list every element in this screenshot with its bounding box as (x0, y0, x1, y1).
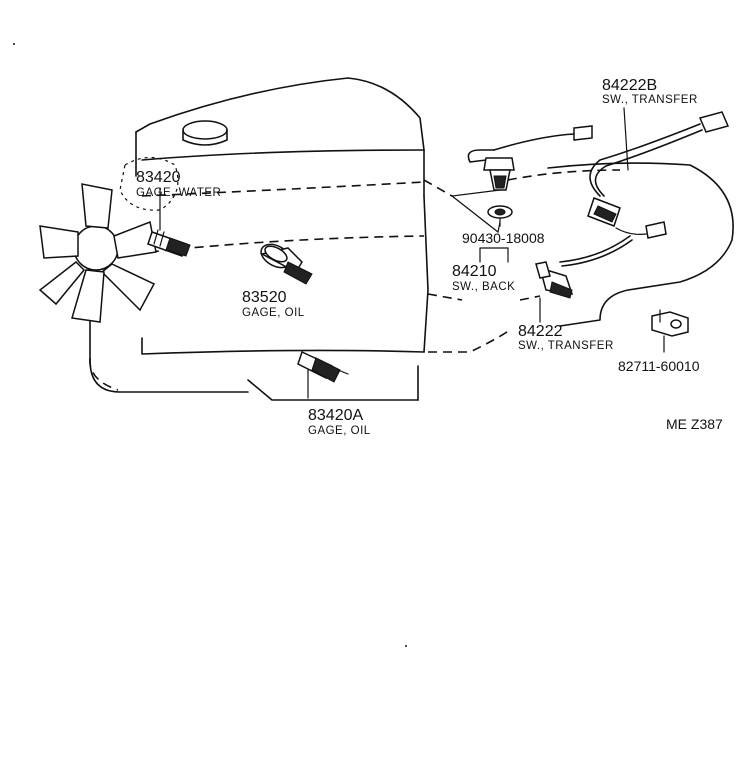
transfer-switch-mid (535, 235, 633, 299)
part-number-90430-18008: 90430-18008 (462, 230, 545, 246)
callout-bracket-back-switch (450, 189, 501, 234)
part-number-84210: 84210 (452, 263, 497, 280)
callout-leader-84222B (623, 107, 629, 171)
part-number-83420: 83420 (136, 169, 181, 186)
oil-gage-sender-lower (297, 350, 349, 383)
stray-dot (13, 43, 15, 45)
transfer-switch-top (587, 111, 730, 239)
part-number-83420A: 83420A (308, 407, 363, 424)
callout-leader-84210 (479, 247, 509, 263)
part-name-sw-back: SW., BACK (452, 281, 515, 293)
fan (38, 183, 157, 323)
part-name-sw-transfer-top: SW., TRANSFER (602, 94, 698, 106)
diagram-reference-code: ME Z387 (666, 416, 723, 432)
part-name-gage-oil-upper: GAGE, OIL (242, 307, 305, 319)
part-number-83520: 83520 (242, 289, 287, 306)
back-switch (467, 125, 593, 219)
clamp (651, 309, 689, 337)
stray-dot (405, 645, 407, 647)
oil-gage-sender-upper (259, 243, 313, 285)
part-name-sw-transfer-mid: SW., TRANSFER (518, 340, 614, 352)
part-name-gage-oil-lower: GAGE, OIL (308, 425, 371, 437)
water-gage-sender (147, 229, 191, 257)
part-number-82711-60010: 82711-60010 (618, 358, 700, 374)
part-name-gage-water: GAGE, WATER (136, 187, 221, 199)
part-number-84222B: 84222B (602, 77, 657, 94)
part-number-84222: 84222 (518, 323, 563, 340)
engine-block (89, 77, 734, 401)
